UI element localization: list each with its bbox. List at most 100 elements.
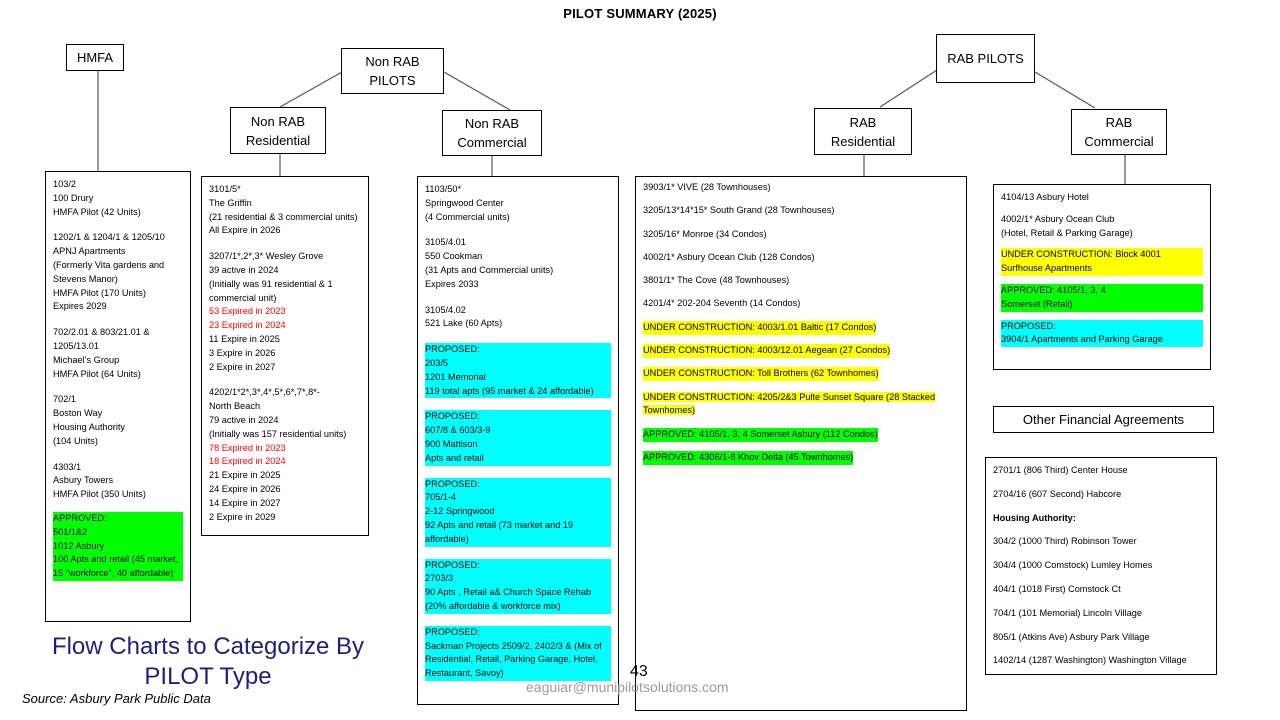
entry-line: 79 active in 2024	[209, 414, 279, 425]
entry-line: 607/8 & 603/3-9	[425, 425, 491, 436]
rab-residential-item: APPROVED: 4306/1-8 Khov Delta (45 Townho…	[643, 451, 959, 465]
entry-line: 100 Drury	[53, 192, 94, 203]
hmfa-approved-address: 1012 Asbury	[53, 540, 105, 551]
entry-line: 705/1-4	[425, 492, 457, 503]
rab-residential-header: RAB Residential	[814, 108, 912, 155]
entry-line: Boston Way	[53, 408, 103, 419]
entry-line: 92 Apts and retail (73 market and 19 aff…	[425, 519, 574, 544]
item-text: 4201/4* 202-204 Seventh (14 Condos)	[643, 298, 801, 309]
entry-line: 3101/5*	[209, 184, 241, 194]
contact-email: eaguiar@munipilotsolutions.com	[526, 679, 729, 695]
proposed-entry: PROPOSED:Sackman Projects 2509/2, 2402/3…	[425, 625, 611, 681]
hmfa-header: HMFA	[66, 44, 124, 71]
item-text: UNDER CONSTRUCTION: Toll Brothers (62 To…	[643, 367, 879, 382]
entry-line: 2 Expire in 2029	[209, 511, 276, 522]
entry-line: (Formerly Vita gardens and	[53, 259, 165, 270]
item-text: 3801/1* The Cove (48 Townhouses)	[643, 275, 790, 286]
entry-line: 702/1	[53, 394, 76, 405]
asbury-hotel-entry: 4104/13 Asbury Hotel	[1001, 191, 1203, 205]
entry-line: 550 Cookman	[425, 251, 483, 262]
entry-line: (Hotel, Retail & Parking Garage)	[1001, 227, 1133, 238]
proposed-entry: PROPOSED: 705/1-4 2-12 Springwood 92 Apts a…	[425, 477, 611, 547]
entry-line: (4 Commercial units)	[425, 211, 510, 222]
entry-line: 900 Mattison	[425, 438, 478, 449]
rab-residential-item: APPROVED: 4105/1, 3, 4 Somerset Asbury (…	[643, 427, 959, 442]
entry-line: 1202/1 & 1204/1 & 1205/10	[53, 232, 165, 243]
non-rab-residential-detail-box: 3101/5* The Griffin (21 residential & 3 …	[201, 176, 369, 536]
item-text: UNDER CONSTRUCTION: 4003/12.01 Aegean (2…	[643, 344, 891, 358]
other-financial-item: 404/1 (1018 First) Comstock Ct	[993, 583, 1121, 594]
rab-residential-line2: Residential	[830, 133, 896, 149]
entry-line: 2-12 Springwood	[425, 506, 495, 517]
source-note: Source: Asbury Park Public Data	[22, 691, 211, 706]
entry-line: 3105/4.01	[425, 237, 466, 248]
non-rab-residential-line2: Residential	[245, 132, 311, 148]
other-financial-item: 805/1 (Atkins Ave) Asbury Park Village	[993, 631, 1150, 642]
entry-line: All Expire in 2026	[209, 225, 281, 236]
entry-line: 3207/1*,2*,3* Wesley Grove	[209, 251, 324, 262]
entry-line: 2703/3	[425, 573, 454, 584]
entry-line: 39 active in 2024	[209, 264, 279, 275]
rab-commercial-line1: RAB	[1105, 115, 1133, 130]
entry-line: The Griffin	[209, 197, 252, 208]
expired-line: 53 Expired in 2023	[209, 306, 286, 317]
entry-line: 3 Expire in 2026	[209, 347, 276, 358]
connector-nonrab-res	[279, 71, 343, 108]
entry-line: Expires 2029	[53, 301, 107, 312]
north-beach-entry: 4202/1*2*,3*,4*,5*,6*,7*,8*- North Beach…	[209, 386, 361, 524]
entry-line: HMFA Pilot (170 Units)	[53, 287, 146, 298]
item-text: UNDER CONSTRUCTION: 4003/1.01 Baltic (17…	[643, 320, 877, 335]
entry-line: Stevens Manor)	[53, 273, 118, 284]
entry-line: PROPOSED:	[1001, 320, 1056, 331]
other-financial-item: 304/2 (1000 Third) Robinson Tower	[993, 536, 1137, 547]
non-rab-commercial-line2: Commercial	[457, 135, 527, 150]
rab-residential-item: 3205/16* Monroe (34 Condos)	[643, 228, 959, 242]
entry-line: (Initially was 91 residential & 1	[209, 278, 333, 289]
other-financial-header: Other Financial Agreements	[993, 406, 1214, 433]
entry-line: 4202/1*2*,3*,4*,5*,6*,7*,8*-	[209, 387, 320, 398]
rab-residential-list: 3903/1* VIVE (28 Townhouses) 3205/13*14*1…	[643, 181, 959, 465]
entry-line: (21 residential & 3 commercial units)	[209, 211, 358, 222]
rab-residential-item: 3903/1* VIVE (28 Townhouses)	[643, 181, 959, 195]
entry-line: 90 Apts , Retail a& Church Space Rehab (…	[425, 587, 591, 611]
non-rab-pilots-line1: Non RAB	[365, 54, 420, 69]
entry-line: 1103/50*	[425, 184, 462, 194]
entry-line: PROPOSED:	[425, 478, 480, 489]
entry-line: 3904/1 Apartments and Parking Garage	[1001, 334, 1163, 345]
non-rab-commercial-header: Non RAB Commercial	[442, 110, 542, 156]
entry-line: PROPOSED:	[425, 344, 480, 355]
entry-line: PROPOSED:	[425, 559, 480, 570]
entry-line: commercial unit)	[209, 292, 277, 303]
non-rab-commercial-line1: Non RAB	[464, 116, 520, 131]
entry-line: 203/5	[425, 357, 448, 368]
item-text: 3205/13*14*15* South Grand (28 Townhouse…	[643, 205, 835, 216]
wesley-grove-entry: 3207/1*,2*,3* Wesley Grove 39 active in …	[209, 250, 361, 374]
entry-line: 24 Expire in 2026	[209, 483, 281, 494]
non-rab-commercial-detail-box: 1103/50* Springwood Center (4 Commercial u…	[417, 176, 619, 705]
commercial-entry: 1103/50* Springwood Center (4 Commercial u…	[425, 183, 611, 224]
entry-line: 4002/1* Asbury Ocean Club	[1001, 213, 1115, 224]
other-financial-item: 2701/1 (806 Third) Center House	[993, 465, 1128, 475]
entry-line: Springwood Center	[425, 197, 504, 208]
entry-line: 3105/4.02	[425, 304, 466, 315]
hmfa-approved-details: 100 Apts and retail (45 market, 15 “work…	[53, 554, 179, 579]
entry-line: (31 Apts and Commercial units)	[425, 264, 554, 275]
entry-line: 14 Expire in 2027	[209, 497, 281, 508]
connector-rab-res	[879, 69, 938, 108]
hmfa-approved-block-id: 501/1&2	[53, 526, 88, 537]
item-text: APPROVED: 4306/1-8 Khov Delta (45 Townho…	[643, 451, 854, 465]
entry-line: 1205/13.01	[53, 340, 99, 351]
footer-title: Flow Charts to Categorize By PILOT Type	[18, 632, 398, 692]
rab-residential-item: UNDER CONSTRUCTION: 4003/12.01 Aegean (2…	[643, 344, 959, 358]
rab-pilots-label: RAB PILOTS	[947, 51, 1024, 66]
asbury-ocean-club-entry: 4002/1* Asbury Ocean Club (Hotel, Retail…	[1001, 213, 1203, 241]
rab-residential-detail-box: 3903/1* VIVE (28 Townhouses) 3205/13*14*1…	[635, 176, 967, 711]
